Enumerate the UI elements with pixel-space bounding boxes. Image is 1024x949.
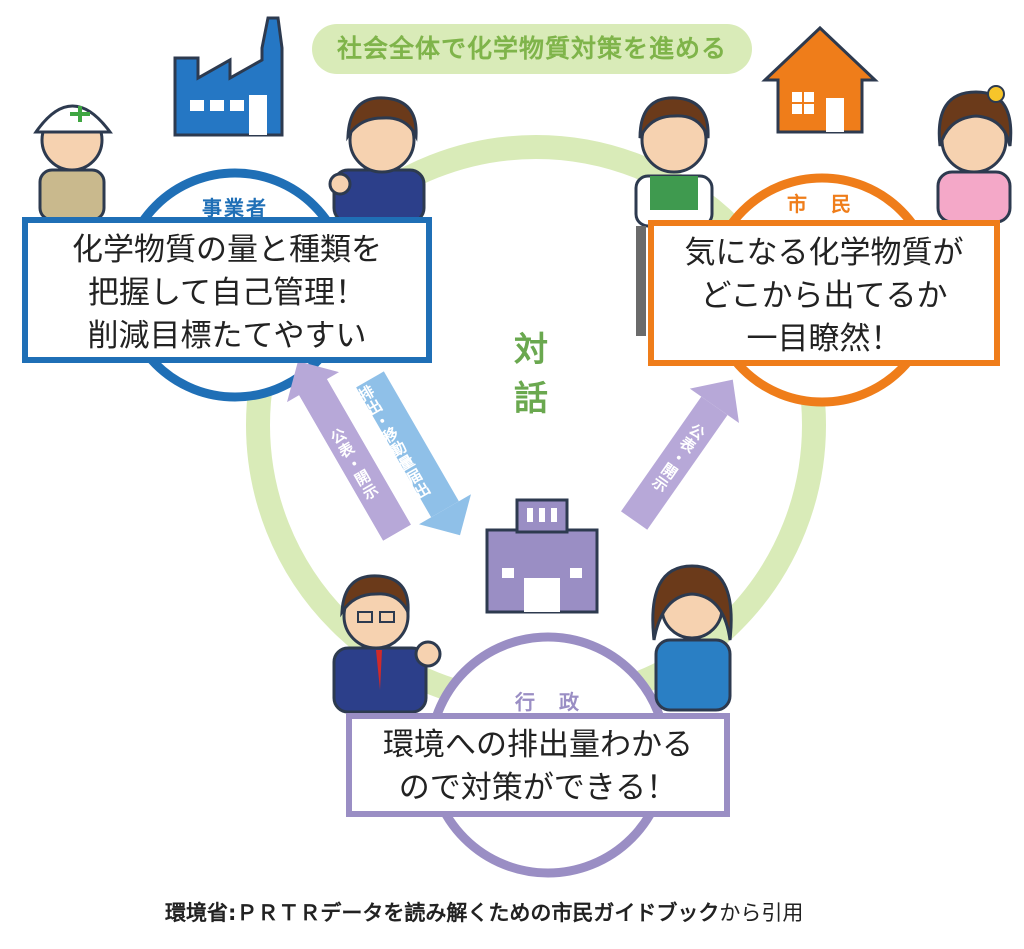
government-callout-line: ので対策ができる！ — [398, 770, 678, 806]
official-man-person-icon — [332, 574, 442, 714]
official-woman-person-icon — [651, 564, 733, 712]
government-callout: 環境への排出量わかる ので対策ができる！ — [346, 713, 730, 817]
government-role-label: 行 政 — [515, 690, 581, 714]
banner: 社会全体で化学物質対策を進める — [312, 24, 752, 74]
factory-icon — [173, 16, 284, 137]
citizen-woman-person-icon — [936, 85, 1013, 224]
arrow-gov-to-citizen — [621, 379, 739, 530]
source-credit: 環境省:ＰＲＴＲデータを読み解くための市民ガイドブックから引用 — [165, 897, 1010, 927]
source-credit-title: 環境省:ＰＲＴＲデータを読み解くための市民ガイドブック — [165, 901, 720, 925]
citizen-callout: 気になる化学物質が どこから出てるか 一目瞭然！ — [648, 220, 1000, 366]
businessman-person-icon — [328, 96, 426, 224]
business-role-label: 事業者 — [202, 196, 268, 220]
citizen-callout-line: どこから出てるか — [700, 278, 948, 314]
house-icon — [761, 25, 879, 134]
citizen-man-person-icon — [634, 96, 714, 336]
business-callout: 化学物質の量と種類を 把握して自己管理！ 削減目標たてやすい — [22, 217, 432, 363]
dialogue-label: 対 話 — [514, 330, 610, 419]
arrow-business-to-gov — [356, 371, 471, 536]
citizen-callout-line: 気になる化学物質が — [684, 235, 964, 271]
government-building-icon — [485, 498, 599, 614]
citizen-callout-line: 一目瞭然！ — [746, 321, 902, 357]
business-callout-line: 把握して自己管理！ — [87, 275, 367, 311]
business-callout-line: 化学物質の量と種類を — [72, 232, 382, 268]
arrow-gov-to-business — [287, 361, 411, 541]
worker-person-icon — [33, 104, 113, 222]
government-callout-line: 環境への排出量わかる — [383, 727, 693, 763]
citizen-role-label: 市 民 — [787, 192, 853, 216]
business-callout-line: 削減目標たてやすい — [87, 318, 367, 354]
source-credit-suffix: から引用 — [719, 901, 804, 925]
